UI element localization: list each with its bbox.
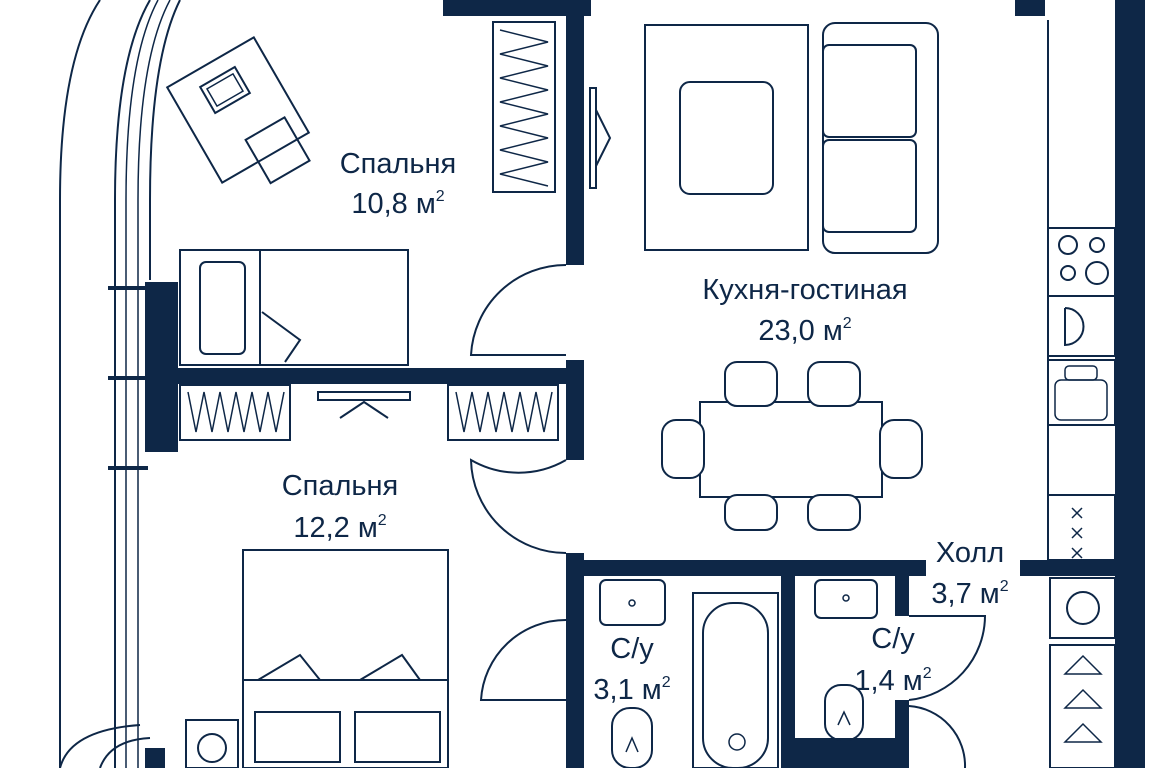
bathroom2-area: 1,4 м2	[854, 665, 931, 697]
bathtub-icon	[692, 592, 779, 768]
bedroom1-name: Спальня	[340, 148, 457, 180]
walls	[108, 0, 1145, 768]
tv-icon	[317, 391, 411, 419]
fridge-icon	[1047, 494, 1116, 561]
washbasin-icon	[814, 579, 878, 619]
dishwasher-icon	[1047, 295, 1116, 357]
doors	[469, 263, 987, 768]
tv-icon	[589, 87, 612, 189]
hall-area: 3,7 м2	[931, 578, 1008, 610]
double-bed-icon	[242, 549, 449, 768]
bedroom1-area: 10,8 м2	[351, 188, 444, 220]
kitchen-living-name: Кухня-гостиная	[702, 274, 907, 306]
bedroom2-name: Спальня	[282, 470, 399, 502]
desk-icon	[165, 36, 311, 184]
curved-facade	[59, 0, 181, 768]
kitchen-living-area: 23,0 м2	[758, 315, 851, 347]
bathroom1-area: 3,1 м2	[593, 674, 670, 706]
wardrobe-icon	[492, 21, 556, 193]
rug-icon	[644, 24, 809, 251]
dining-table-icon	[661, 361, 923, 531]
washbasin-icon	[599, 579, 666, 626]
washing-machine-icon	[1049, 577, 1116, 639]
bathroom1-name: С/у	[610, 633, 654, 665]
laptop-icon	[198, 65, 252, 115]
kitchen-sink-icon	[1047, 359, 1116, 426]
toilet-icon	[824, 684, 864, 741]
stove-icon	[1058, 235, 1109, 285]
hall-name: Холл	[936, 537, 1004, 569]
toilet-icon	[611, 707, 653, 768]
kitchen-counter	[1047, 20, 1116, 560]
washing-machine-icon	[185, 719, 239, 768]
chair-icon	[244, 115, 311, 185]
sofa-icon	[822, 22, 939, 254]
hanger-icon	[1049, 644, 1116, 768]
bedroom2-area: 12,2 м2	[293, 512, 386, 544]
wardrobe-icon	[179, 384, 559, 441]
single-bed-icon	[179, 249, 409, 366]
bathroom2-name: С/у	[871, 623, 915, 655]
